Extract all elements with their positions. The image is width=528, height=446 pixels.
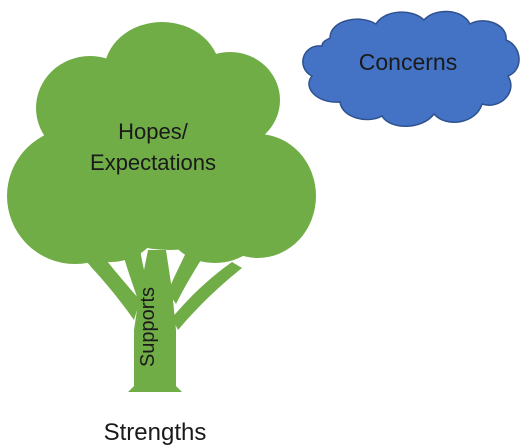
tree-shape (7, 22, 316, 392)
concerns-cloud: Concerns (302, 10, 520, 127)
supports-label: Supports (137, 287, 159, 367)
hopes-label-line-2: Expectations (90, 150, 216, 175)
hopes-label-line-1: Hopes/ (118, 119, 189, 144)
tree-trunk (82, 248, 242, 392)
concerns-label: Concerns (359, 49, 457, 75)
cloud-shape (302, 10, 520, 127)
tree-crown (7, 22, 316, 264)
strengths-label: Strengths (104, 419, 207, 446)
